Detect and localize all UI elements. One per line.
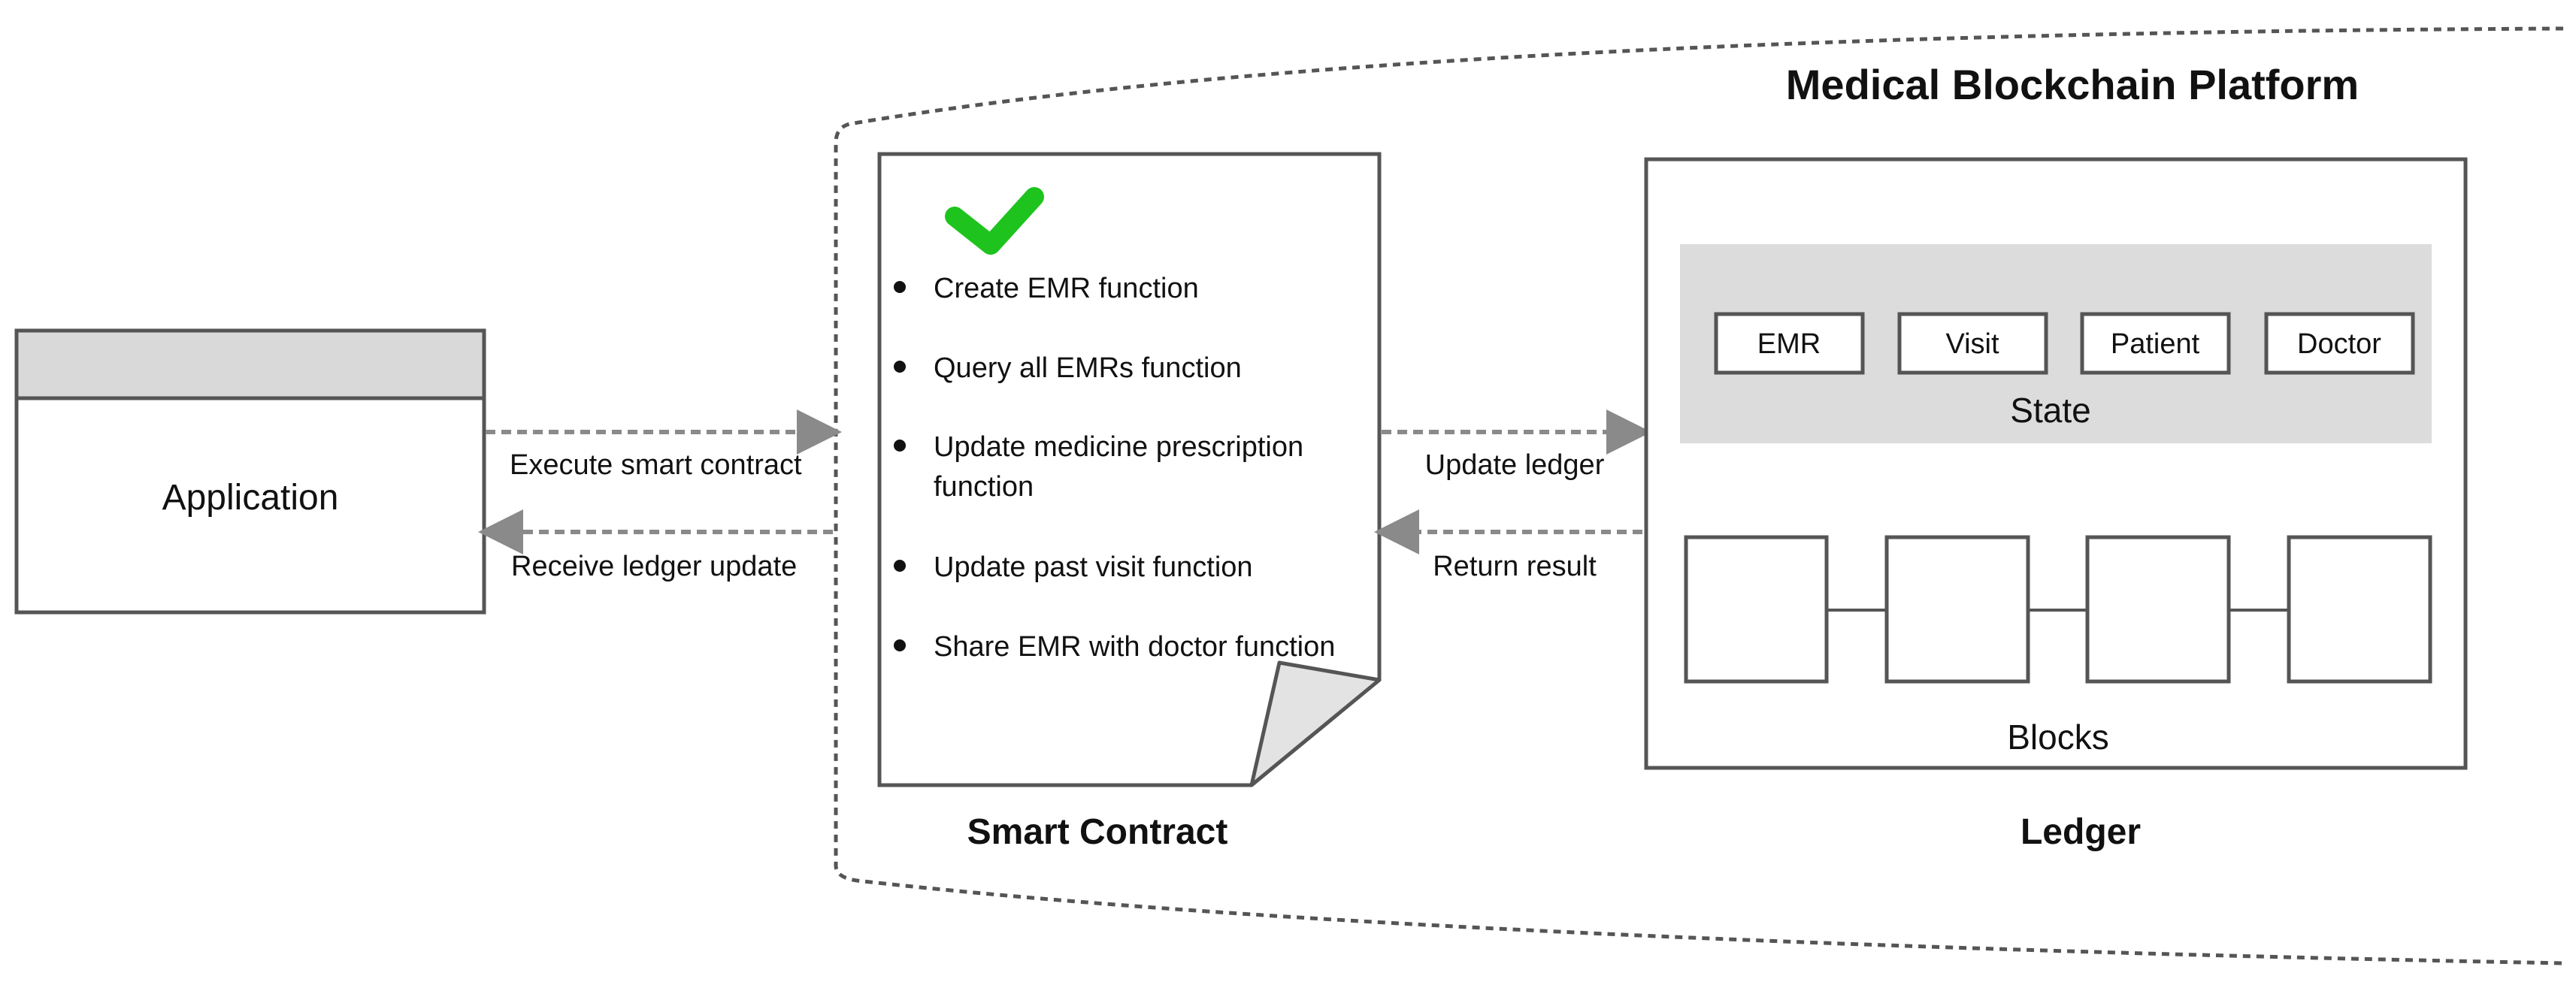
application-label: Application xyxy=(162,478,339,518)
state-item-patient[interactable]: Patient xyxy=(2080,312,2231,375)
application-header xyxy=(14,328,486,400)
block[interactable] xyxy=(1884,535,2030,684)
state-item-doctor[interactable]: Doctor xyxy=(2264,312,2415,375)
smart-contract-document: Create EMR function Query all EMRs funct… xyxy=(877,152,1382,787)
application-box[interactable]: Application xyxy=(14,328,486,615)
bullet-icon xyxy=(894,361,906,373)
state-item-label: EMR xyxy=(1757,328,1821,360)
bullet-icon xyxy=(894,281,906,293)
state-item-visit[interactable]: Visit xyxy=(1897,312,2048,375)
function-item: Share EMR with doctor function xyxy=(934,631,1335,663)
block[interactable] xyxy=(2287,535,2432,684)
block[interactable] xyxy=(1684,535,1829,684)
update-ledger-label: Update ledger xyxy=(1425,449,1605,481)
function-item: Create EMR function xyxy=(934,273,1199,304)
execute-label: Execute smart contract xyxy=(510,449,802,481)
smart-contract-caption: Smart Contract xyxy=(967,812,1228,852)
ledger-box: EMR Visit Patient Doctor State Blocks xyxy=(1644,157,2468,770)
function-item: Update medicine prescription xyxy=(934,431,1303,463)
ledger-caption: Ledger xyxy=(2021,812,2141,852)
receive-label: Receive ledger update xyxy=(511,551,797,582)
bullet-icon xyxy=(894,560,906,572)
function-item: Update past visit function xyxy=(934,551,1253,583)
bullet-icon xyxy=(894,440,906,452)
state-item-label: Patient xyxy=(2111,328,2200,360)
blocks-label: Blocks xyxy=(2007,718,2108,757)
checkmark-icon xyxy=(945,187,1044,255)
state-item-emr[interactable]: EMR xyxy=(1714,312,1865,375)
return-result-label: Return result xyxy=(1433,551,1597,582)
bullet-icon xyxy=(894,639,906,651)
document-dogear xyxy=(1249,660,1382,787)
application-body xyxy=(14,396,486,615)
function-item: Query all EMRs function xyxy=(934,352,1242,384)
state-item-label: Visit xyxy=(1945,328,1999,360)
state-label: State xyxy=(2010,391,2090,430)
block[interactable] xyxy=(2085,535,2231,684)
platform-title: Medical Blockchain Platform xyxy=(1786,61,2359,108)
function-item: function xyxy=(934,471,1034,503)
platform-boundary xyxy=(834,26,2564,965)
state-item-label: Doctor xyxy=(2297,328,2381,360)
